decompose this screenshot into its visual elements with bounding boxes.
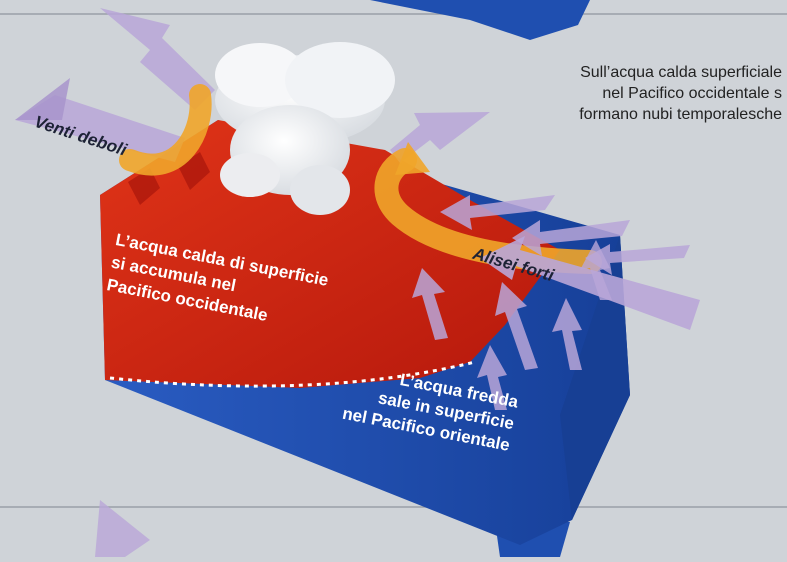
upwelling-arrow	[412, 268, 448, 340]
warm-current-left	[119, 84, 212, 176]
trade-winds-arrow	[440, 195, 555, 230]
block-east-face	[560, 235, 630, 520]
warm-water-region	[100, 120, 560, 388]
upwelling-arrow	[552, 298, 582, 370]
thunderstorm-cloud-icon	[215, 42, 395, 215]
upwelling-arrow	[495, 282, 538, 370]
trade-winds-arrow	[585, 244, 690, 275]
warm-current-arrowhead	[395, 142, 430, 175]
thermocline-line	[109, 360, 476, 388]
surface-ridge	[128, 168, 160, 205]
rising-air-arrow-left	[100, 8, 215, 110]
trade-winds-arrow	[512, 220, 630, 256]
weak-winds-arrowhead	[15, 78, 70, 120]
caption-line: formano nubi temporalesche	[579, 106, 782, 123]
caption-line: Sull’acqua calda superficiale	[580, 64, 782, 81]
upwelling-arrow	[580, 240, 612, 300]
trade-winds-arrow	[480, 236, 700, 330]
top-panel-remnant	[370, 0, 590, 40]
bottom-arrow-remnant	[95, 500, 150, 557]
upwelling-arrow	[477, 345, 507, 410]
caption-line: nel Pacifico occidentale s	[602, 85, 782, 102]
rising-air-arrow-right	[390, 112, 490, 163]
cloud-caption: Sull’acqua calda superficiale nel Pacifi…	[512, 62, 782, 125]
